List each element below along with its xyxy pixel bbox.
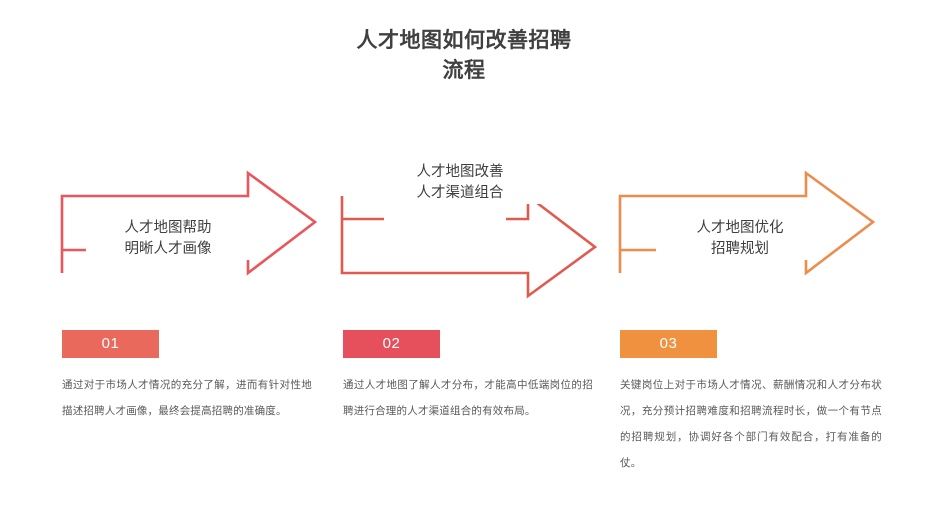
arrow-outline-path-a xyxy=(340,193,598,299)
detail-column-2: 02 通过人才地图了解人才分布，才能高中低端岗位的招聘进行合理的人才渠道组合的有… xyxy=(343,330,593,424)
process-step-2[interactable]: 人才地图改善 人才渠道组合 xyxy=(330,150,650,299)
detail-column-3: 03 关键岗位上对于市场人才情况、薪酬情况和人才分布状况，充分预计招聘难度和招聘… xyxy=(620,330,882,476)
process-step-3[interactable]: 人才地图优化 招聘规划 xyxy=(608,150,928,295)
detail-text-2: 通过人才地图了解人才分布，才能高中低端岗位的招聘进行合理的人才渠道组合的有效布局… xyxy=(343,379,593,417)
detail-columns: 01 通过对于市场人才情况的充分了解，进而有针对性地描述招聘人才画像，最终会提高… xyxy=(0,330,928,520)
process-step-2-label: 人才地图改善 人才渠道组合 xyxy=(378,162,542,204)
detail-column-1: 01 通过对于市场人才情况的充分了解，进而有针对性地描述招聘人才画像，最终会提高… xyxy=(62,330,312,424)
status-badge-01: 01 xyxy=(62,330,159,358)
process-arrow-band: 人才地图帮助 明晰人才画像 人才地图改善 人才渠道组合 人才地图优化 招聘规划 xyxy=(0,150,928,299)
status-badge-03: 03 xyxy=(620,330,717,358)
detail-text-3: 关键岗位上对于市场人才情况、薪酬情况和人才分布状况，充分预计招聘难度和招聘流程时… xyxy=(620,379,882,469)
process-step-1[interactable]: 人才地图帮助 明晰人才画像 xyxy=(50,150,370,295)
process-step-3-label: 人才地图优化 招聘规划 xyxy=(658,218,822,260)
process-step-1-label: 人才地图帮助 明晰人才画像 xyxy=(86,218,250,260)
status-badge-02: 02 xyxy=(343,330,440,358)
detail-text-1: 通过对于市场人才情况的充分了解，进而有针对性地描述招聘人才画像，最终会提高招聘的… xyxy=(62,379,312,417)
page-title: 人才地图如何改善招聘 流程 xyxy=(356,29,572,82)
arrow-right-icon-2 xyxy=(340,193,598,299)
